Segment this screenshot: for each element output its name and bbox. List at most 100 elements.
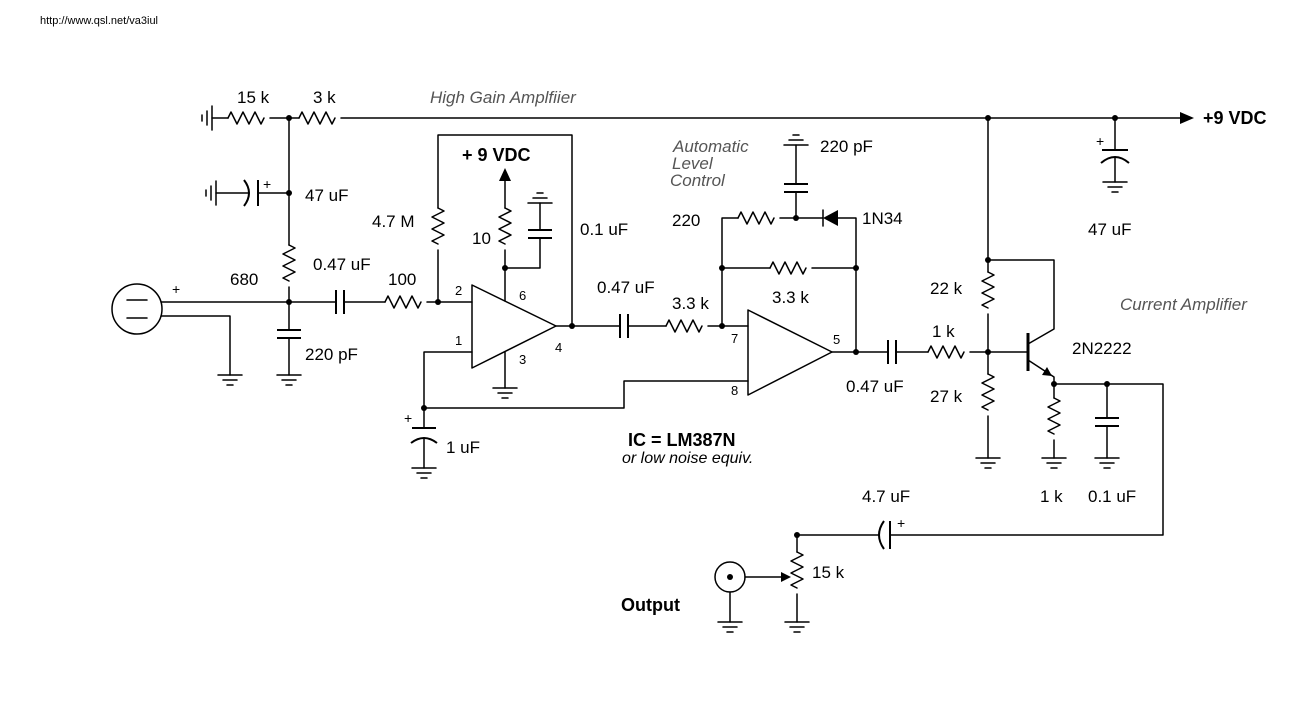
supply-arrow-icon (499, 168, 511, 181)
capacitor-label: 1 uF (446, 438, 480, 457)
resistor-symbol (665, 319, 703, 333)
connector-pin (727, 574, 733, 580)
resistor-4-7m-feedback: 4.7 M (372, 134, 573, 327)
ic1-supply: + 9 VDC 10 0.1 uF (462, 145, 628, 271)
capacitor-47uf-left: + 47 uF (205, 176, 348, 207)
supply-label-main: +9 VDC (1203, 108, 1267, 128)
capacitor-label: 47 uF (1088, 220, 1131, 239)
resistor-label: 3.3 k (772, 288, 809, 307)
pin-number: 1 (455, 333, 462, 348)
resistor-label: 22 k (930, 279, 963, 298)
capacitor-1uf: + 1 uF (404, 407, 480, 479)
resistor-symbol (927, 345, 965, 359)
ground-symbol (1094, 457, 1120, 469)
pin-number: 8 (731, 383, 738, 398)
ground-symbol (975, 457, 1001, 469)
resistor-label: 10 (472, 229, 491, 248)
capacitor-label: 0.1 uF (1088, 487, 1136, 506)
resistor-label: 15 k (237, 88, 270, 107)
capacitor-label: 0.47 uF (846, 377, 904, 396)
resistor-label: 3 k (313, 88, 336, 107)
section-label-alc-line1: Automatic (672, 137, 749, 156)
ground-symbol (717, 621, 743, 633)
resistor-symbol (737, 211, 775, 225)
transistor-collector-wire (987, 259, 1055, 345)
resistor-symbol (431, 207, 445, 245)
wire (437, 134, 573, 327)
resistor-label: 1 k (1040, 487, 1063, 506)
ic-alternative-note: or low noise equiv. (622, 450, 753, 467)
bias-divider: 22 k 27 k (930, 117, 1001, 469)
resistor-3-3k-input: 3.3 k (665, 294, 709, 333)
capacitor-047uf-mid: 0.47 uF (597, 278, 667, 338)
pin-number: 4 (555, 340, 562, 355)
source-circle (111, 283, 163, 335)
capacitor-220pf-input: 220 pF (276, 329, 358, 386)
capacitor-label: 0.1 uF (580, 220, 628, 239)
ic1-amplifier: 2 6 1 3 4 (423, 267, 621, 409)
input-filter-branch: + 47 uF 680 220 pF (205, 117, 358, 386)
resistor-1k-emitter: 1 k (1040, 383, 1067, 506)
resistor-100: 100 (384, 270, 422, 309)
polarity-mark: + (897, 515, 905, 531)
transistor-2n2222: 2N2222 (987, 259, 1132, 385)
capacitor-label: 4.7 uF (862, 487, 910, 506)
capacitor-label: 220 pF (305, 345, 358, 364)
wiper-arrow-icon (781, 572, 791, 582)
capacitor-01uf-emitter: 0.1 uF (1088, 383, 1136, 506)
wire (423, 380, 749, 409)
resistor-220: 220 (672, 211, 775, 230)
resistor-symbol (981, 373, 995, 411)
ground-symbol (784, 621, 810, 633)
ground-symbol (205, 180, 217, 206)
resistor-27k: 27 k (930, 373, 995, 411)
polarity-mark: + (1096, 133, 1104, 149)
capacitor-47uf-right: + 47 uF (1088, 117, 1131, 239)
pin-number: 2 (455, 283, 462, 298)
resistor-symbol (227, 111, 265, 125)
ground-symbol (492, 387, 518, 399)
resistor-1k-base: 1 k (927, 322, 965, 359)
ground-symbol (1041, 457, 1067, 469)
section-label-high-gain-amplifier: High Gain Amplfiier (430, 88, 577, 107)
output-connector (714, 561, 746, 633)
resistor-label: 1 k (932, 322, 955, 341)
op-amp-triangle (747, 309, 833, 396)
wire (889, 383, 1164, 536)
transistor-emitter-wire (1027, 359, 1055, 385)
resistor-3-3k-feedback: 3.3 k (721, 261, 857, 307)
wire (423, 351, 473, 409)
junction-dot (794, 532, 800, 538)
resistor-symbol (298, 111, 336, 125)
potentiometer-label: 15 k (812, 563, 845, 582)
resistor-symbol (769, 261, 807, 275)
resistor-10: 10 (472, 207, 512, 248)
pin-number: 6 (519, 288, 526, 303)
emitter-network: 1 k 0.1 uF (889, 381, 1164, 536)
ground-symbol (276, 374, 302, 386)
capacitor-01uf-ic1: 0.1 uF (504, 192, 628, 269)
resistor-label: 3.3 k (672, 294, 709, 313)
ground-symbol (411, 467, 437, 479)
potentiometer-15k: 15 k (744, 551, 845, 633)
supply-label-ic1: + 9 VDC (462, 145, 531, 165)
capacitor-label: 0.47 uF (597, 278, 655, 297)
capacitor-4-7uf-out: + 4.7 uF (862, 487, 910, 550)
output-stage: + 4.7 uF 15 k Output (621, 487, 910, 633)
ground-symbol (201, 105, 213, 131)
pin-number: 5 (833, 332, 840, 347)
resistor-symbol (981, 271, 995, 309)
ground-symbol (783, 134, 809, 146)
ground-symbol (527, 192, 553, 204)
pin-number: 3 (519, 352, 526, 367)
resistor-label: 27 k (930, 387, 963, 406)
resistor-22k: 22 k (930, 271, 995, 309)
capacitor-label: 47 uF (305, 186, 348, 205)
capacitor-047uf-input: 0.47 uF (313, 255, 386, 314)
section-label-current-amplifier: Current Amplifier (1120, 295, 1248, 314)
ground-symbol (217, 374, 243, 386)
polarity-mark: + (263, 176, 271, 192)
wire (796, 534, 880, 553)
